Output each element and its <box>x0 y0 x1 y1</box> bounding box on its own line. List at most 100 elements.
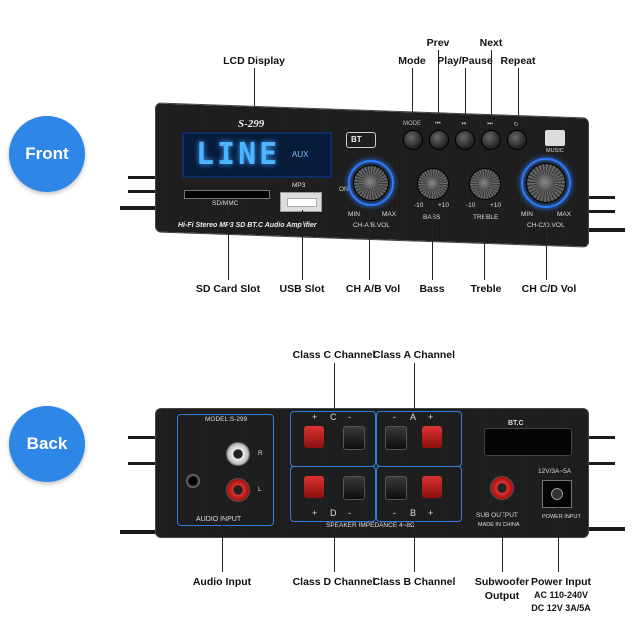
callout-subwoofer-line1: Subwoofer <box>475 576 529 588</box>
sd-card-slot[interactable] <box>184 190 270 199</box>
leader-audio-input <box>222 520 223 572</box>
callout-usb-slot: USB Slot <box>280 283 325 295</box>
lcd-mode-text: AUX <box>292 150 308 159</box>
leader-next <box>491 50 492 118</box>
leader-class-d <box>334 520 335 572</box>
back-left-foot <box>120 530 160 534</box>
leader-bass <box>432 200 433 280</box>
class-d-negative-terminal[interactable] <box>343 476 365 500</box>
front-right-foot <box>585 228 625 232</box>
usb-slot[interactable] <box>280 192 322 212</box>
sd-slot-label: SD/MMC <box>212 200 238 207</box>
power-input-panel-label: POWER INPUT <box>542 514 581 520</box>
next-button[interactable] <box>481 130 501 150</box>
class-b-letter: B <box>410 508 416 518</box>
ch-cd-min-label: MIN <box>521 211 533 218</box>
class-d-positive-terminal[interactable] <box>304 476 324 498</box>
prev-icon: ⏮ <box>435 121 440 128</box>
back-left-fin-1 <box>128 436 158 439</box>
play-pause-icon: ⏯ <box>462 121 467 128</box>
callout-mode: Mode <box>398 55 425 67</box>
class-b-minus-label: - <box>393 508 396 518</box>
bass-plus-label: +10 <box>438 202 449 209</box>
back-model-label: MODEL:S-299 <box>205 416 247 423</box>
music-logo-label: MUSIC <box>546 148 564 154</box>
aux-3-5mm-jack[interactable] <box>186 474 200 488</box>
callout-class-a: Class A Channel <box>373 349 455 361</box>
treble-minus-label: -10 <box>466 202 475 209</box>
front-right-fin-1 <box>585 196 615 199</box>
class-c-minus-label: - <box>348 412 351 422</box>
mp3-label: MP3 <box>292 182 305 189</box>
audio-input-panel-label: AUDIO INPUT <box>196 516 241 523</box>
power-input-jack[interactable] <box>542 480 572 508</box>
callout-power-input-line3: DC 12V 3A/5A <box>531 603 591 613</box>
leader-play <box>465 68 466 118</box>
music-logo-icon <box>545 130 565 146</box>
prev-button[interactable] <box>429 130 449 150</box>
callout-next: Next <box>480 37 503 49</box>
callout-ch-cd-vol: CH C/D Vol <box>522 283 577 295</box>
rca-right-white-jack[interactable] <box>226 442 250 466</box>
class-d-minus-label: - <box>348 508 351 518</box>
callout-ch-ab-vol: CH A/B Vol <box>346 283 400 295</box>
mode-button[interactable] <box>403 130 423 150</box>
audio-input-box <box>177 414 274 526</box>
front-left-fin-2 <box>128 190 158 193</box>
class-a-positive-terminal[interactable] <box>422 426 442 448</box>
treble-label: TREBLE <box>473 214 498 221</box>
rca-r-label: R <box>258 450 263 457</box>
callout-lcd-display: LCD Display <box>223 55 285 67</box>
front-badge-label: Front <box>25 144 68 164</box>
ch-cd-max-label: MAX <box>557 211 571 218</box>
ch-ab-label: CH-A/B.VOL <box>353 222 390 229</box>
power-on-label: ON <box>339 186 349 193</box>
back-right-fin-2 <box>585 462 615 465</box>
class-b-plus-label: + <box>428 508 433 518</box>
front-subtitle: Hi-Fi Stereo MP3 SD BT.C Audio Amplifier <box>178 222 317 229</box>
class-c-letter: C <box>330 412 337 422</box>
callout-class-b: Class B Channel <box>373 576 456 588</box>
leader-sub-output <box>502 500 503 572</box>
callout-class-c: Class C Channel <box>293 349 376 361</box>
btc-label: BT.C <box>508 420 524 427</box>
sub-output-jack[interactable] <box>490 476 514 500</box>
front-left-foot <box>120 206 160 210</box>
play-pause-button[interactable] <box>455 130 475 150</box>
repeat-icon: ↻ <box>513 121 518 128</box>
back-right-fin-1 <box>585 436 615 439</box>
leader-usb <box>302 210 303 280</box>
leader-sd <box>228 200 229 280</box>
class-a-negative-terminal[interactable] <box>385 426 407 450</box>
callout-sd-card-slot: SD Card Slot <box>196 283 260 295</box>
callout-power-input-line2: AC 110-240V <box>534 590 588 600</box>
class-a-minus-label: - <box>393 412 396 422</box>
class-b-negative-terminal[interactable] <box>385 476 407 500</box>
front-right-fin-2 <box>585 210 615 213</box>
usb-slot-inner <box>287 198 317 207</box>
leader-class-b <box>414 520 415 572</box>
class-b-positive-terminal[interactable] <box>422 476 442 498</box>
rca-left-red-jack[interactable] <box>226 478 250 502</box>
bass-minus-label: -10 <box>414 202 423 209</box>
ch-ab-min-label: MIN <box>348 211 360 218</box>
class-c-negative-terminal[interactable] <box>343 426 365 450</box>
callout-treble: Treble <box>471 283 502 295</box>
back-left-fin-2 <box>128 462 158 465</box>
callout-bass: Bass <box>419 283 444 295</box>
bt-antenna-module <box>484 428 572 456</box>
class-c-positive-terminal[interactable] <box>304 426 324 448</box>
rca-l-label: L <box>258 486 262 493</box>
power-jack-pin <box>551 488 563 500</box>
treble-knob-cap <box>478 177 490 189</box>
callout-play-pause: Play/Pause <box>437 55 492 67</box>
leader-class-a <box>414 363 415 411</box>
back-badge: Back <box>9 406 85 482</box>
ch-cd-volume-knob-cap <box>537 174 553 190</box>
class-d-letter: D <box>330 508 337 518</box>
leader-class-c <box>334 363 335 411</box>
repeat-button[interactable] <box>507 130 527 150</box>
leader-treble <box>484 200 485 280</box>
made-in-china-label: MADE IN CHINA <box>478 522 520 528</box>
callout-subwoofer-line2: Output <box>485 590 519 602</box>
